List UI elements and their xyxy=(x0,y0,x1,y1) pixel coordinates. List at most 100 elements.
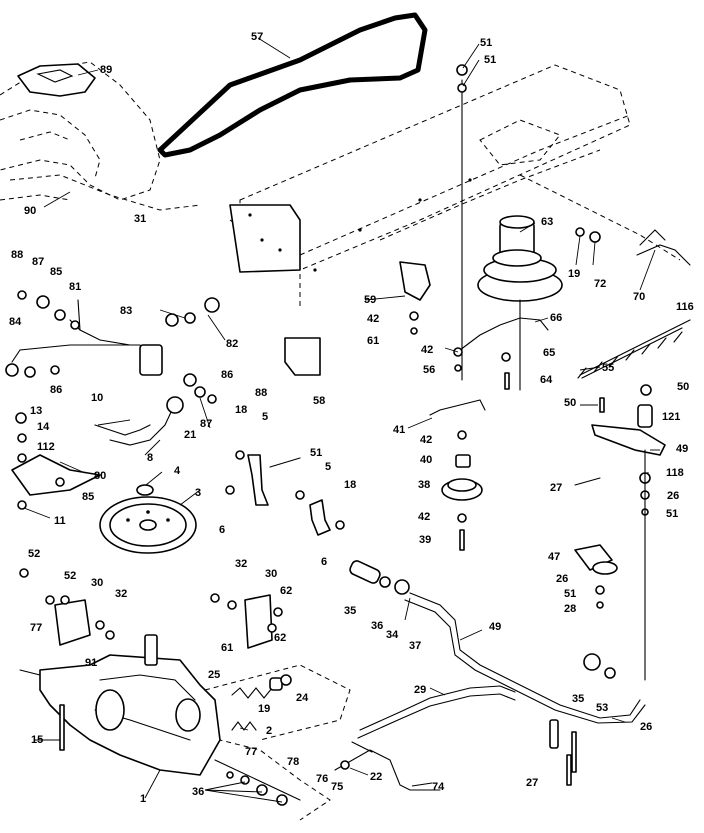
body-shell xyxy=(0,61,201,211)
part-label: 36 xyxy=(192,786,204,798)
part-label: 25 xyxy=(208,669,220,681)
part-label: 42 xyxy=(367,313,379,325)
part-label: 3 xyxy=(195,487,201,499)
part-label: 40 xyxy=(420,454,432,466)
part-label: 59 xyxy=(364,294,376,306)
part-label: 6 xyxy=(219,524,225,536)
part-label: 53 xyxy=(596,702,608,714)
part-label: 87 xyxy=(32,256,44,268)
part-label: 6 xyxy=(321,556,327,568)
leader-lines xyxy=(23,37,660,803)
part-label: 65 xyxy=(543,347,555,359)
part-label: 19 xyxy=(568,268,580,280)
part-label: 19 xyxy=(258,703,270,715)
part-label: 14 xyxy=(37,421,50,433)
part-label: 5 xyxy=(325,461,331,473)
part-label: 89 xyxy=(100,64,112,76)
part-label: 51 xyxy=(484,54,496,66)
part-label: 22 xyxy=(370,771,382,783)
part-label: 66 xyxy=(550,312,562,324)
part-label: 35 xyxy=(572,693,584,705)
part-label: 36 xyxy=(371,620,383,632)
part-label: 76 xyxy=(316,773,328,785)
hood-part xyxy=(17,63,96,97)
part-label: 82 xyxy=(226,338,238,350)
part-label: 10 xyxy=(91,392,103,404)
part-label: 29 xyxy=(414,684,426,696)
part-labels: 57 89 90 31 51 51 63 19 72 70 116 88 87 … xyxy=(9,31,694,805)
part-label: 26 xyxy=(640,721,652,733)
part-label: 121 xyxy=(662,411,680,423)
part-label: 87 xyxy=(200,418,212,430)
part-label: 84 xyxy=(9,316,22,328)
part-label: 88 xyxy=(255,387,267,399)
part-label: 31 xyxy=(134,213,146,225)
part-label: 58 xyxy=(313,395,325,407)
part-label: 74 xyxy=(432,781,445,793)
part-label: 32 xyxy=(115,588,127,600)
transaxle xyxy=(19,634,301,806)
part-label: 70 xyxy=(633,291,645,303)
part-label: 50 xyxy=(564,397,576,409)
lower-pulley xyxy=(99,496,197,554)
part-label: 1 xyxy=(140,793,146,805)
part-label: 51 xyxy=(666,508,678,520)
part-label: 34 xyxy=(386,629,399,641)
part-label: 62 xyxy=(274,632,286,644)
part-label: 28 xyxy=(564,603,576,615)
part-label: 50 xyxy=(677,381,689,393)
part-label: 75 xyxy=(331,781,343,793)
part-label: 88 xyxy=(11,249,23,261)
part-label: 61 xyxy=(221,642,233,654)
part-label: 78 xyxy=(287,756,299,768)
part-label: 62 xyxy=(280,585,292,597)
part-label: 2 xyxy=(266,725,272,737)
part-label: 81 xyxy=(69,281,81,293)
part-label: 51 xyxy=(310,447,322,459)
part-label: 49 xyxy=(676,443,688,455)
part-label: 77 xyxy=(245,746,257,758)
part-label: 52 xyxy=(64,570,76,582)
part-label: 18 xyxy=(344,479,356,491)
part-label: 52 xyxy=(28,548,40,560)
part-label: 39 xyxy=(419,534,431,546)
part-label: 21 xyxy=(184,429,196,441)
part-label: 83 xyxy=(120,305,132,317)
part-label: 27 xyxy=(526,777,538,789)
part-label: 42 xyxy=(420,434,432,446)
part-label: 38 xyxy=(418,479,430,491)
part-label: 5 xyxy=(262,411,268,423)
part-label: 42 xyxy=(418,511,430,523)
part-label: 35 xyxy=(344,605,356,617)
upper-pulley xyxy=(477,215,563,302)
part-label: 61 xyxy=(367,335,379,347)
part-label: 72 xyxy=(594,278,606,290)
part-label: 30 xyxy=(265,568,277,580)
part-label: 64 xyxy=(540,374,553,386)
part-label: 55 xyxy=(602,362,614,374)
part-label: 49 xyxy=(489,621,501,633)
part-label: 112 xyxy=(37,441,55,453)
part-label: 90 xyxy=(24,205,36,217)
part-label: 18 xyxy=(235,404,247,416)
part-label: 30 xyxy=(91,577,103,589)
part-label: 85 xyxy=(82,491,94,503)
part-label: 118 xyxy=(666,467,684,479)
part-label: 13 xyxy=(30,405,42,417)
part-label: 8 xyxy=(147,452,153,464)
part-label: 27 xyxy=(550,482,562,494)
part-label: 26 xyxy=(667,490,679,502)
part-label: 91 xyxy=(85,657,97,669)
frame xyxy=(229,64,681,310)
part-label: 57 xyxy=(251,31,263,43)
part-label: 77 xyxy=(30,622,42,634)
part-label: 11 xyxy=(54,515,66,527)
part-label: 4 xyxy=(174,465,181,477)
part-label: 63 xyxy=(541,216,553,228)
part-label: 85 xyxy=(50,266,62,278)
part-label: 15 xyxy=(31,734,43,746)
part-label: 86 xyxy=(221,369,233,381)
part-label: 37 xyxy=(409,640,421,652)
drive-belt xyxy=(157,12,428,158)
